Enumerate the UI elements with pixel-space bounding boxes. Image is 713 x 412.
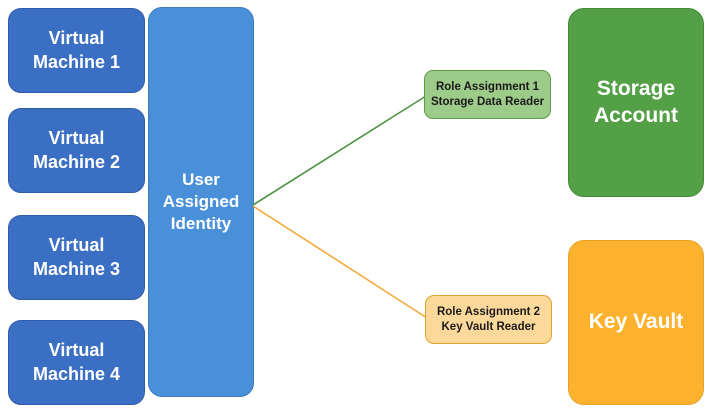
user-assigned-identity[interactable]: User Assigned Identity	[148, 7, 254, 397]
virtual-machine-1-label: Virtual Machine 1	[32, 28, 121, 72]
virtual-machine-2[interactable]: Virtual Machine 2	[8, 108, 145, 193]
connector-identity-to-role-2	[252, 205, 428, 319]
virtual-machine-3[interactable]: Virtual Machine 3	[8, 215, 145, 300]
virtual-machine-2-label: Virtual Machine 2	[32, 128, 121, 172]
role-assignment-2-label: Role Assignment 2 Key Vault Reader	[436, 305, 541, 333]
user-assigned-identity-label: User Assigned Identity	[162, 170, 240, 233]
storage-account[interactable]: Storage Account	[568, 8, 704, 197]
role-assignment-1-label: Role Assignment 1 Storage Data Reader	[430, 80, 545, 108]
storage-account-label: Storage Account	[594, 76, 678, 127]
virtual-machine-4-label: Virtual Machine 4	[32, 340, 121, 384]
role-assignment-2[interactable]: Role Assignment 2 Key Vault Reader	[425, 295, 552, 344]
connector-identity-to-role-1	[252, 95, 427, 206]
key-vault[interactable]: Key Vault	[568, 240, 704, 405]
virtual-machine-3-label: Virtual Machine 3	[32, 235, 121, 279]
role-assignment-1[interactable]: Role Assignment 1 Storage Data Reader	[424, 70, 551, 119]
virtual-machine-1[interactable]: Virtual Machine 1	[8, 8, 145, 93]
key-vault-label: Key Vault	[588, 310, 684, 334]
virtual-machine-4[interactable]: Virtual Machine 4	[8, 320, 145, 405]
